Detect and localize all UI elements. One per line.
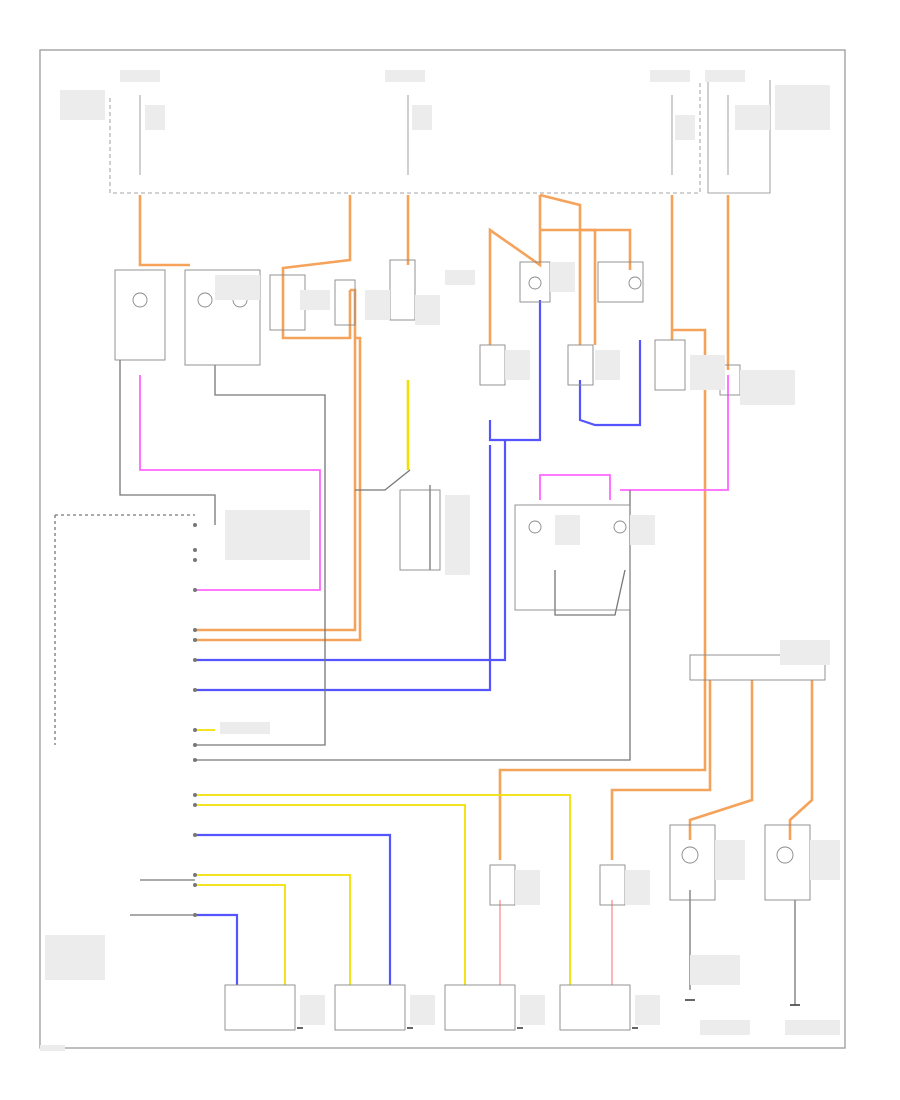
ground-icons (297, 999, 800, 1029)
fuse-block-left (109, 80, 771, 194)
orange-wires (138, 193, 814, 860)
light-pink-wires (499, 900, 613, 985)
connector-pins (193, 523, 197, 917)
diagram-border (39, 49, 846, 1049)
label-blocks (40, 262, 840, 1051)
pink-wires (139, 375, 729, 591)
gray-wires (54, 360, 796, 1005)
fuse-labels (60, 70, 830, 140)
yellow-wires (195, 729, 571, 985)
blue-wires (195, 300, 642, 985)
